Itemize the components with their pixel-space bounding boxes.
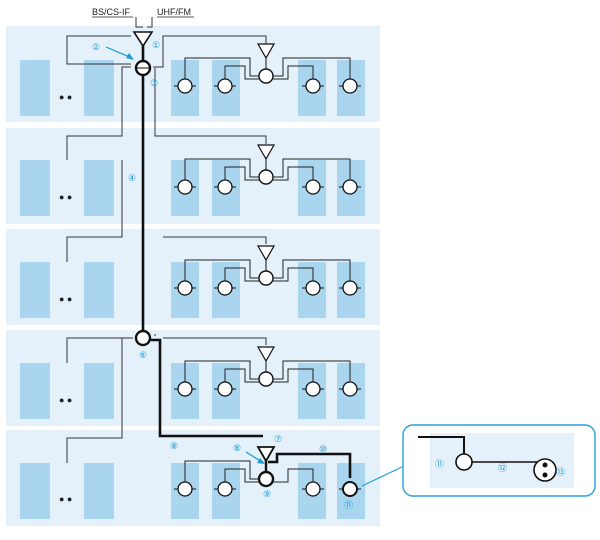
markers: ① ② ③ ④ ⑥ ⑦ ⑧ ⑧ ⑨ ⑩ ⑪ [92, 40, 353, 510]
callout-outlet-icon [455, 453, 473, 471]
floor-tree [174, 43, 361, 94]
marker-2: ② [92, 42, 100, 52]
callout-marker-12: ⑫ [498, 463, 507, 473]
marker-6: ⑥ [139, 350, 147, 360]
outlet-icon [305, 381, 321, 397]
splitter-icon [257, 470, 275, 488]
outlet-icon [177, 280, 193, 296]
main-amplifier-icon [132, 31, 154, 48]
outlet-icon [217, 280, 233, 296]
floor-tree [174, 446, 361, 497]
outlet-icon [177, 179, 193, 195]
uhf-fm-label: UHF/FM [157, 7, 191, 17]
amplifier-icon [256, 144, 276, 161]
detail-callout: ⑪ ⑫ ⑬ [361, 424, 596, 497]
left-rooms [20, 60, 114, 519]
splitter-icon [258, 169, 274, 185]
svg-text:● ●: ● ● [59, 395, 72, 405]
outlet-icon [342, 481, 358, 497]
marker-11: ⑪ [344, 500, 353, 510]
outlet-icon [217, 78, 233, 94]
marker-4: ④ [128, 173, 136, 183]
outlet-icon [305, 179, 321, 195]
callout-terminal-icon [533, 458, 557, 482]
room-dots: ● ● ● ● ● ● ● ● ● ● [59, 92, 72, 504]
outlet-icon [342, 280, 358, 296]
amplifier-icon [256, 43, 276, 60]
callout-marker-13: ⑬ [556, 467, 565, 477]
marker-10: ⑩ [319, 444, 327, 454]
splitter-icon [258, 68, 274, 84]
marker-3: ③ [150, 78, 158, 88]
amplifier-icon [256, 245, 276, 262]
outlet-icon [217, 179, 233, 195]
outlet-icon [305, 78, 321, 94]
outlet-icon [342, 179, 358, 195]
marker-arrow [105, 46, 134, 60]
outlet-icon [177, 481, 193, 497]
outlet-icon [342, 78, 358, 94]
thin-wiring [66, 17, 267, 463]
svg-text:● ●: ● ● [59, 494, 72, 504]
distribution-trees [174, 43, 361, 497]
marker-8a: ⑧ [170, 441, 178, 451]
marker-1: ① [152, 40, 160, 50]
floor-tree [174, 144, 361, 195]
marker-9: ⑨ [263, 489, 271, 499]
outlet-icon [177, 381, 193, 397]
outlet-icon [217, 381, 233, 397]
amplifier-icon [256, 346, 276, 363]
outlet-icon [342, 381, 358, 397]
antenna-and-splitters [132, 31, 154, 347]
marker-7: ⑦ [274, 434, 282, 444]
callout-marker-11: ⑪ [435, 459, 444, 469]
outlet-icon [217, 481, 233, 497]
svg-text:● ●: ● ● [59, 92, 72, 102]
main-trunk [141, 44, 352, 478]
outlet-icon [177, 78, 193, 94]
floor4-splitter-icon [134, 329, 152, 347]
floor-tree [174, 346, 361, 397]
marker-arrow-2 [245, 451, 265, 464]
floor-tree [174, 245, 361, 296]
svg-text:● ●: ● ● [59, 192, 72, 202]
splitter-icon [258, 270, 274, 286]
svg-text:● ●: ● ● [59, 294, 72, 304]
outlet-icon [305, 481, 321, 497]
bs-cs-if-label: BS/CS-IF [92, 7, 131, 17]
splitter-icon [258, 371, 274, 387]
amplifier-icon [256, 446, 276, 463]
marker-8b: ⑧ [233, 443, 241, 453]
outlet-icon [305, 280, 321, 296]
